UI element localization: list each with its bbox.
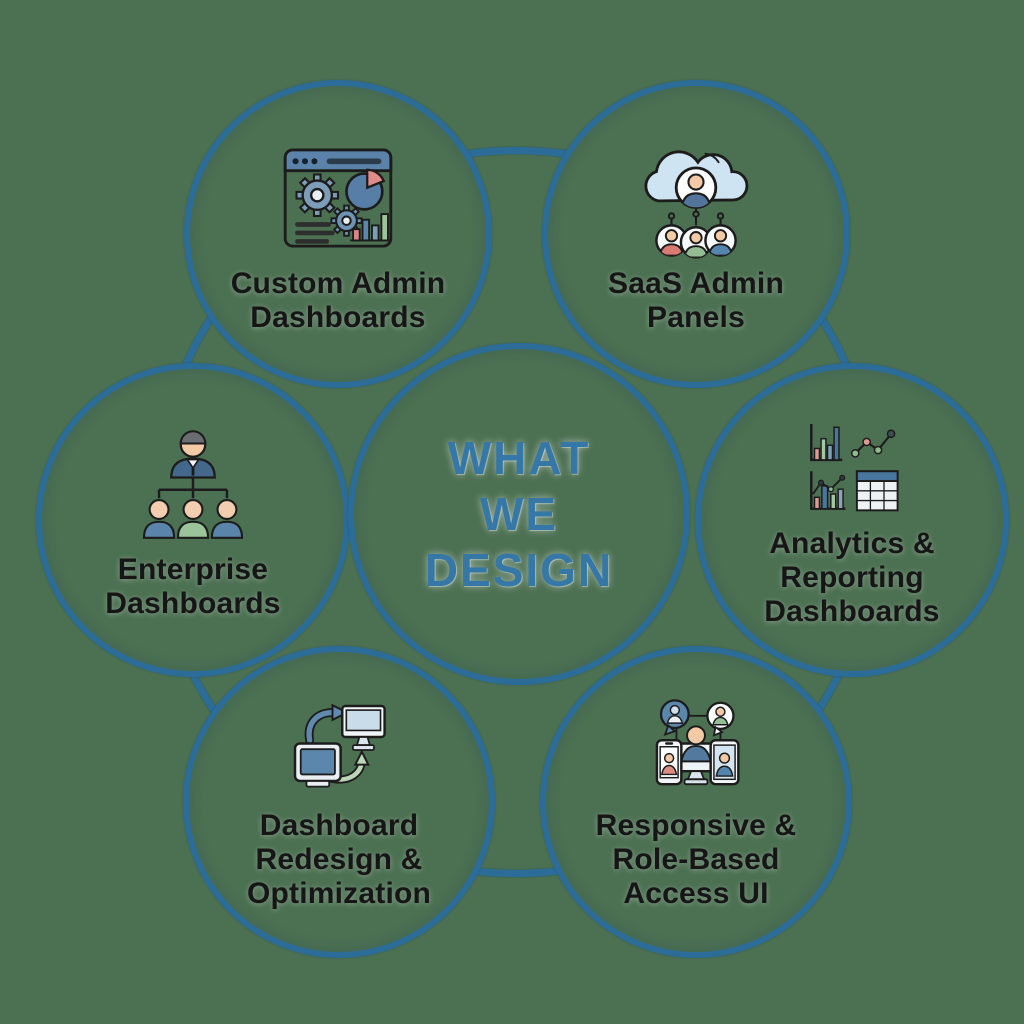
label-line: Dashboards bbox=[105, 587, 281, 620]
label-line: Role-Based bbox=[612, 842, 780, 876]
label-line: Reporting bbox=[780, 560, 924, 594]
label-line: Responsive & bbox=[595, 808, 797, 842]
charts-table-icon bbox=[791, 411, 913, 525]
org-chart-icon bbox=[122, 419, 264, 551]
node-label: Dashboard Redesign & Optimization bbox=[247, 809, 431, 912]
label-line: Panels bbox=[647, 301, 745, 334]
label-line: Custom Admin bbox=[230, 266, 446, 300]
title-line: DESIGN bbox=[424, 544, 614, 597]
title-line: WE bbox=[479, 487, 559, 540]
label-line: Access UI bbox=[623, 877, 769, 911]
title-line: WHAT bbox=[447, 431, 591, 484]
node-enterprise-dashboards: Enterprise Dashboards bbox=[36, 363, 350, 677]
label-line: Dashboards bbox=[250, 301, 426, 334]
label-line: SaaS Admin bbox=[608, 266, 784, 300]
node-label: Responsive & Role-Based Access UI bbox=[596, 809, 797, 912]
node-label: SaaS Admin Panels bbox=[608, 267, 784, 335]
browser-dashboard-icon bbox=[267, 133, 409, 265]
node-dashboard-redesign-optimization: Dashboard Redesign & Optimization bbox=[183, 646, 495, 958]
node-label: Custom Admin Dashboards bbox=[231, 267, 446, 335]
label-line: Enterprise bbox=[117, 552, 269, 586]
devices-users-icon bbox=[635, 693, 757, 807]
node-label: Enterprise Dashboards bbox=[105, 553, 280, 621]
label-line: Redesign & bbox=[255, 842, 423, 876]
center-circle: WHAT WE DESIGN bbox=[348, 343, 690, 685]
node-saas-admin-panels: SaaS Admin Panels bbox=[542, 80, 850, 388]
node-custom-admin-dashboards: Custom Admin Dashboards bbox=[184, 80, 492, 388]
label-line: Analytics & bbox=[769, 526, 935, 560]
page-title: WHAT WE DESIGN bbox=[425, 430, 613, 598]
monitor-upgrade-icon bbox=[278, 693, 400, 807]
cloud-users-icon bbox=[625, 133, 767, 265]
label-line: Dashboards bbox=[764, 595, 940, 629]
node-responsive-role-based-access-ui: Responsive & Role-Based Access UI bbox=[540, 646, 852, 958]
label-line: Dashboard bbox=[259, 808, 419, 842]
node-label: Analytics & Reporting Dashboards bbox=[764, 527, 939, 630]
label-line: Optimization bbox=[246, 877, 432, 911]
node-analytics-reporting-dashboards: Analytics & Reporting Dashboards bbox=[695, 363, 1009, 677]
